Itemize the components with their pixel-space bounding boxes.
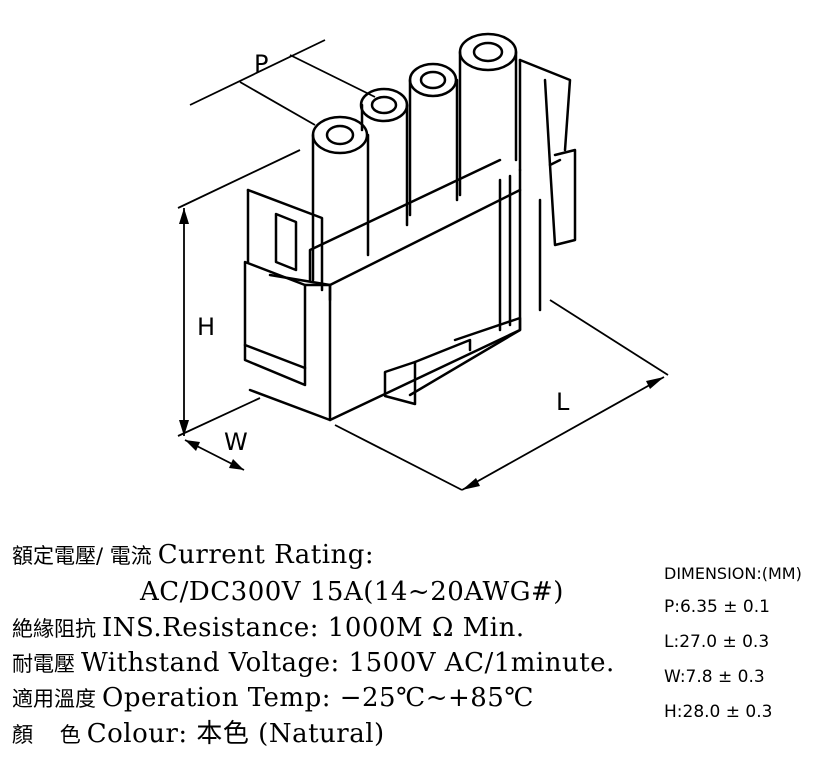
spec-cn-label: 耐電壓 [12, 652, 75, 676]
dimension-table: DIMENSION:(MM) P:6.35 ± 0.1 L:27.0 ± 0.3… [664, 558, 824, 730]
height-label: H [197, 313, 215, 341]
left-latch [243, 188, 332, 387]
dimension-row-w: W:7.8 ± 0.3 [664, 667, 765, 687]
pin-3 [408, 62, 459, 217]
length-label: L [556, 388, 570, 416]
dimension-row-p: P:6.35 ± 0.1 [664, 597, 770, 617]
dimension-row-h: H:28.0 ± 0.3 [664, 702, 773, 722]
dimension-title: DIMENSION:(MM) [664, 564, 802, 583]
dimension-row-l: L:27.0 ± 0.3 [664, 632, 770, 652]
spec-value: AC/DC300V 15A(14~20AWG#) [140, 577, 564, 607]
spec-value: Operation Temp: −25℃~+85℃ [102, 683, 534, 713]
spec-cn-label: 顏 色 [12, 723, 81, 747]
connector-housing [248, 158, 522, 422]
pin-4 [458, 32, 518, 197]
spec-value: Colour: 本色 (Natural) [86, 719, 385, 749]
spec-value: INS.Resistance: 1000M Ω Min. [102, 613, 525, 643]
width-label: W [224, 428, 248, 456]
spec-cn-label: 絶緣阻抗 [12, 617, 96, 641]
pin-1 [311, 115, 370, 282]
right-latch [518, 58, 577, 312]
connector-drawing: P H W L [177, 32, 669, 491]
spec-cn-label: 適用溫度 [12, 687, 96, 711]
pin-2 [359, 87, 409, 227]
spec-cn-label: 額定電壓/ 電流 [12, 544, 152, 568]
spec-value: Withstand Voltage: 1500V AC/1minute. [81, 648, 615, 678]
spec-value: Current Rating: [157, 540, 375, 570]
dimension-lines [177, 39, 669, 491]
spec-current-value: AC/DC300V 15A(14~20AWG#) [140, 574, 790, 610]
dimension-arrows [179, 208, 664, 490]
pitch-label: P [254, 50, 268, 78]
